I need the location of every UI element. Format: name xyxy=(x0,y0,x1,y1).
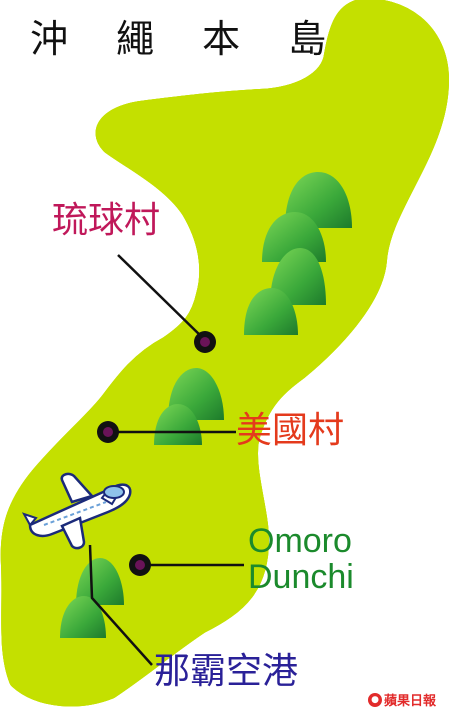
mountain-icon xyxy=(60,596,106,638)
naha-leader xyxy=(88,544,153,666)
omoro-dunchi-label: Omoro Dunchi xyxy=(248,522,354,596)
mountains xyxy=(60,172,352,638)
mountain-icon xyxy=(76,558,124,605)
naha-airport-label: 那霸空港 xyxy=(154,651,299,692)
mountain-icon xyxy=(244,288,298,335)
mountain-icon xyxy=(270,248,326,305)
credit-text: 蘋果日報 xyxy=(384,694,437,709)
map-title: 沖 繩 本 島 xyxy=(30,17,345,61)
island xyxy=(10,0,449,698)
leader-lines xyxy=(88,254,244,666)
airplane-icon xyxy=(21,472,132,550)
mountain-icon xyxy=(262,212,326,262)
credit: ● 蘋果日報 xyxy=(368,690,436,709)
markers xyxy=(97,331,216,576)
apple-logo-icon: ● xyxy=(368,692,382,707)
american-village-label: 美國村 xyxy=(236,410,345,451)
ryukyu-leader xyxy=(117,254,206,341)
ryukyu-village-label: 琉球村 xyxy=(52,200,161,241)
mountain-icon xyxy=(154,404,202,445)
